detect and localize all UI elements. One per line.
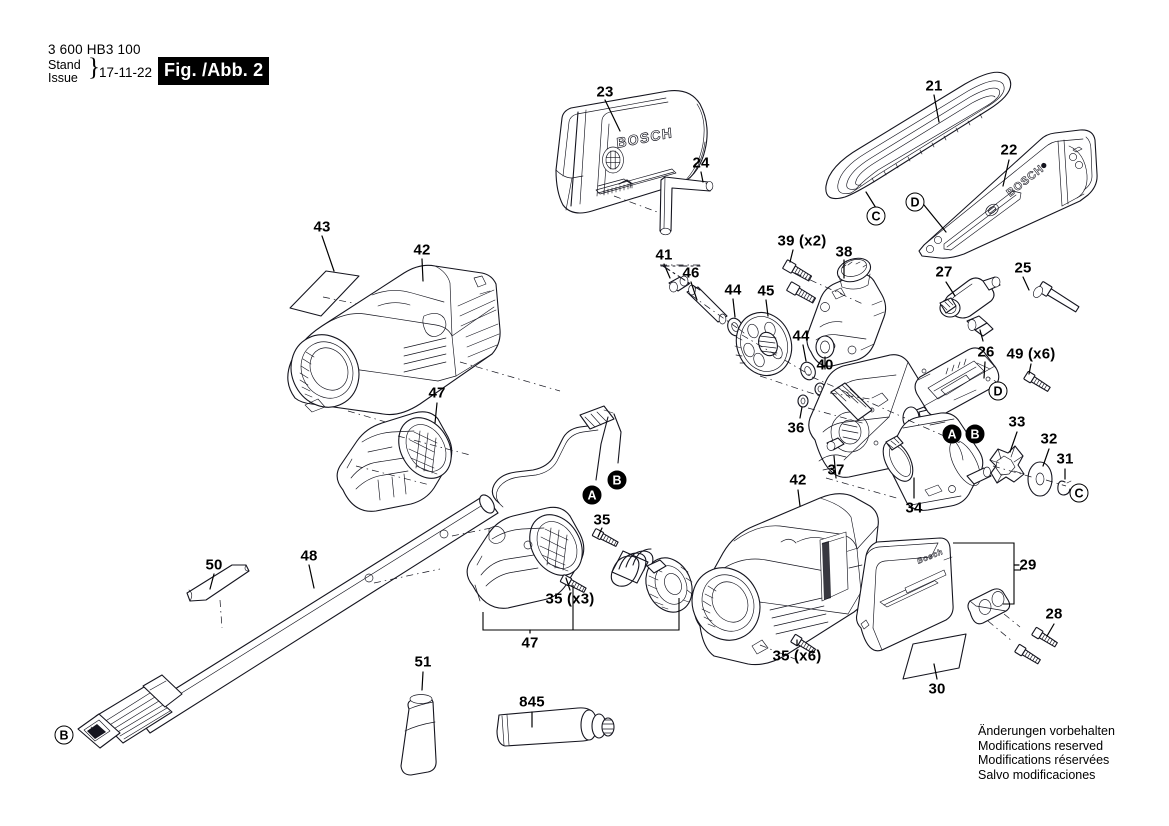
part-35-screws-set-a <box>559 528 619 593</box>
disclaimer-en: Modifications reserved <box>978 738 1104 753</box>
part-label-33: 33 <box>1008 413 1026 431</box>
part-28-screws <box>1014 627 1058 665</box>
marker-a: A <box>942 424 962 444</box>
marker-d: D <box>988 381 1008 401</box>
part-label-23: 23 <box>596 83 614 101</box>
part-label-31: 31 <box>1056 450 1074 468</box>
part-label-42: 42 <box>413 241 431 259</box>
part-31-clip <box>1057 480 1072 496</box>
part-label-25: 25 <box>1014 259 1032 277</box>
part-label-32: 32 <box>1040 430 1058 448</box>
part-label-50: 50 <box>205 556 223 574</box>
part-label-22: 22 <box>1000 141 1018 159</box>
part-33-fan <box>989 445 1025 484</box>
brace-glyph: } <box>88 54 100 81</box>
part-32-washer <box>1027 461 1053 497</box>
disclaimer-fr: Modifications réservées <box>978 753 1110 768</box>
part-22-guide-bar: BOSCH <box>918 129 1098 259</box>
marker-d: D <box>905 192 925 212</box>
part-46-pin <box>686 284 728 325</box>
part-39-screws <box>782 259 817 304</box>
part-27-tensioner-lever <box>939 276 1001 319</box>
part-45-drive-sprocket <box>734 311 793 377</box>
coil-spring <box>610 548 654 587</box>
order-number: 3 600 HB3 100 <box>48 42 141 57</box>
part-label-845: 845 <box>519 693 545 711</box>
part-label-28: 28 <box>1045 605 1063 623</box>
part-label-47: 47 <box>428 384 446 402</box>
issue-date: 17-11-22 <box>99 65 153 80</box>
part-42-housing-half-right <box>691 493 879 666</box>
disclaimer-es: Salvo modificaciones <box>978 767 1096 782</box>
part-845-grease-tube <box>496 707 615 747</box>
marker-b: B <box>965 424 985 444</box>
part-label-34: 34 <box>905 499 923 517</box>
part-41-bushing <box>668 275 690 293</box>
part-40-washer <box>815 335 835 359</box>
marker-c: C <box>866 206 886 226</box>
part-23-sprocket-cover: BOSCH <box>555 89 708 214</box>
part-label-35-x6: 35 (x6) <box>772 647 822 665</box>
part-label-51: 51 <box>414 653 432 671</box>
part-label-42: 42 <box>789 471 807 489</box>
part-label-29: 29 <box>1019 556 1037 574</box>
marker-b: B <box>607 470 627 490</box>
part-label-35-x3: 35 (x3) <box>545 590 595 608</box>
part-37-plug <box>826 437 845 451</box>
disclaimer-block: Änderungen vorbehalten Modifications res… <box>978 724 1115 782</box>
part-label-49-x6: 49 (x6) <box>1006 345 1056 363</box>
part-label-43: 43 <box>313 218 331 236</box>
part-label-44: 44 <box>724 281 742 299</box>
part-label-44: 44 <box>792 327 810 345</box>
part-29-cover-plate: Bosch <box>855 537 954 652</box>
marker-c: C <box>1069 483 1089 503</box>
part-47-coupling-lower <box>466 506 585 609</box>
disclaimer-de: Änderungen vorbehalten <box>978 724 1115 738</box>
marker-a: A <box>582 485 602 505</box>
part-21-saw-chain <box>825 71 1012 200</box>
part-29-retainer-plate <box>967 588 1011 625</box>
part-label-38: 38 <box>835 243 853 261</box>
part-44-washer-b <box>800 361 816 381</box>
part-24-allen-key <box>659 176 714 236</box>
part-42-housing-half-left <box>287 264 501 416</box>
part-label-46: 46 <box>682 264 700 282</box>
figure-badge: Fig. /Abb. 2 <box>158 57 270 85</box>
part-label-37: 37 <box>827 461 845 479</box>
part-50-pole-cover <box>186 564 250 602</box>
part-26-nut <box>966 315 994 337</box>
wire-harness <box>491 405 622 508</box>
part-label-45: 45 <box>757 282 775 300</box>
part-label-26: 26 <box>977 343 995 361</box>
part-label-40: 40 <box>816 356 834 374</box>
issue-label: Issue <box>48 71 78 85</box>
part-label-47: 47 <box>521 634 539 652</box>
part-49-screw <box>1023 371 1051 392</box>
part-label-48: 48 <box>300 547 318 565</box>
marker-b: B <box>54 725 74 745</box>
pinion-gear <box>645 557 693 613</box>
part-30-label <box>902 633 967 680</box>
part-35-screw-set-c <box>790 634 817 654</box>
part-label-21: 21 <box>925 77 943 95</box>
stand-label: Stand <box>48 58 81 72</box>
part-label-36: 36 <box>787 419 805 437</box>
part-label-24: 24 <box>692 154 710 172</box>
part-label-41: 41 <box>655 246 673 264</box>
part-48-extension-pole <box>77 494 499 749</box>
bar-mount-plate <box>914 347 1000 417</box>
part-label-30: 30 <box>928 680 946 698</box>
part-label-39-x2: 39 (x2) <box>777 232 827 250</box>
part-25-screw <box>1033 281 1080 313</box>
part-43-nameplate <box>289 270 360 317</box>
part-label-27: 27 <box>935 263 953 281</box>
part-47-coupling-upper <box>336 411 453 512</box>
part-51-oil-bottle <box>400 694 437 776</box>
part-label-35: 35 <box>593 511 611 529</box>
